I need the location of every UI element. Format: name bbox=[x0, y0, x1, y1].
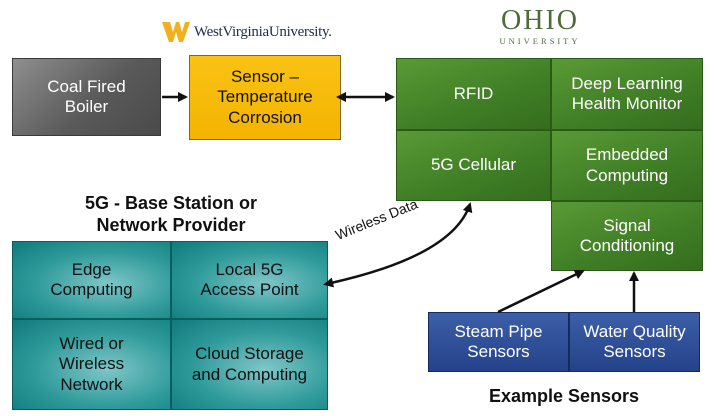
rfid-cell: RFID bbox=[396, 58, 551, 130]
5g-cellular-cell: 5G Cellular bbox=[396, 130, 551, 201]
network-label: Wired or Wireless Network bbox=[58, 333, 125, 394]
wvu-wordmark: WestVirginiaUniversity. bbox=[194, 23, 332, 40]
ohio-logo: OHIO UNIVERSITY bbox=[470, 5, 610, 47]
water-label: Water Quality Sensors bbox=[583, 321, 686, 361]
steam-label: Steam Pipe Sensors bbox=[454, 321, 543, 361]
sensor-block: Sensor – Temperature Corrosion bbox=[189, 55, 341, 140]
ohio-subtitle: UNIVERSITY bbox=[499, 36, 581, 46]
boiler-label: Coal Fired Boiler bbox=[47, 76, 126, 116]
base-station-heading: 5G - Base Station or Network Provider bbox=[84, 193, 258, 235]
rfid-label: RFID bbox=[453, 83, 494, 103]
edge-computing-cell: Edge Computing bbox=[12, 241, 171, 319]
ohio-wordmark: OHIO bbox=[501, 5, 579, 36]
embedded-label: Embedded Computing bbox=[585, 145, 669, 185]
steam-pipe-sensors-block: Steam Pipe Sensors bbox=[428, 312, 569, 372]
edge-label: Edge Computing bbox=[50, 259, 133, 299]
wvu-flying-wv-icon bbox=[162, 22, 190, 42]
signal-conditioning-cell: Signal Conditioning bbox=[551, 201, 703, 271]
wireless-data-arrow bbox=[323, 202, 473, 288]
network-cell: Wired or Wireless Network bbox=[12, 319, 171, 410]
cloud-storage-cell: Cloud Storage and Computing bbox=[171, 319, 328, 410]
water-quality-sensors-block: Water Quality Sensors bbox=[569, 312, 700, 372]
signal-label: Signal Conditioning bbox=[579, 215, 675, 255]
example-sensors-caption: Example Sensors bbox=[488, 386, 640, 406]
embedded-computing-cell: Embedded Computing bbox=[551, 130, 703, 201]
cellular-label: 5G Cellular bbox=[430, 155, 517, 175]
sensor-label: Sensor – Temperature Corrosion bbox=[217, 66, 313, 127]
cloud-label: Cloud Storage and Computing bbox=[191, 344, 308, 384]
deep-learning-cell: Deep Learning Health Monitor bbox=[551, 58, 703, 130]
coal-fired-boiler-block: Coal Fired Boiler bbox=[12, 58, 161, 136]
access-point-label: Local 5G Access Point bbox=[200, 259, 299, 299]
deep-learning-label: Deep Learning Health Monitor bbox=[571, 73, 683, 113]
wvu-logo: WestVirginiaUniversity. bbox=[162, 15, 372, 49]
steam-to-signal-arrow bbox=[497, 269, 585, 314]
access-point-cell: Local 5G Access Point bbox=[171, 241, 328, 319]
